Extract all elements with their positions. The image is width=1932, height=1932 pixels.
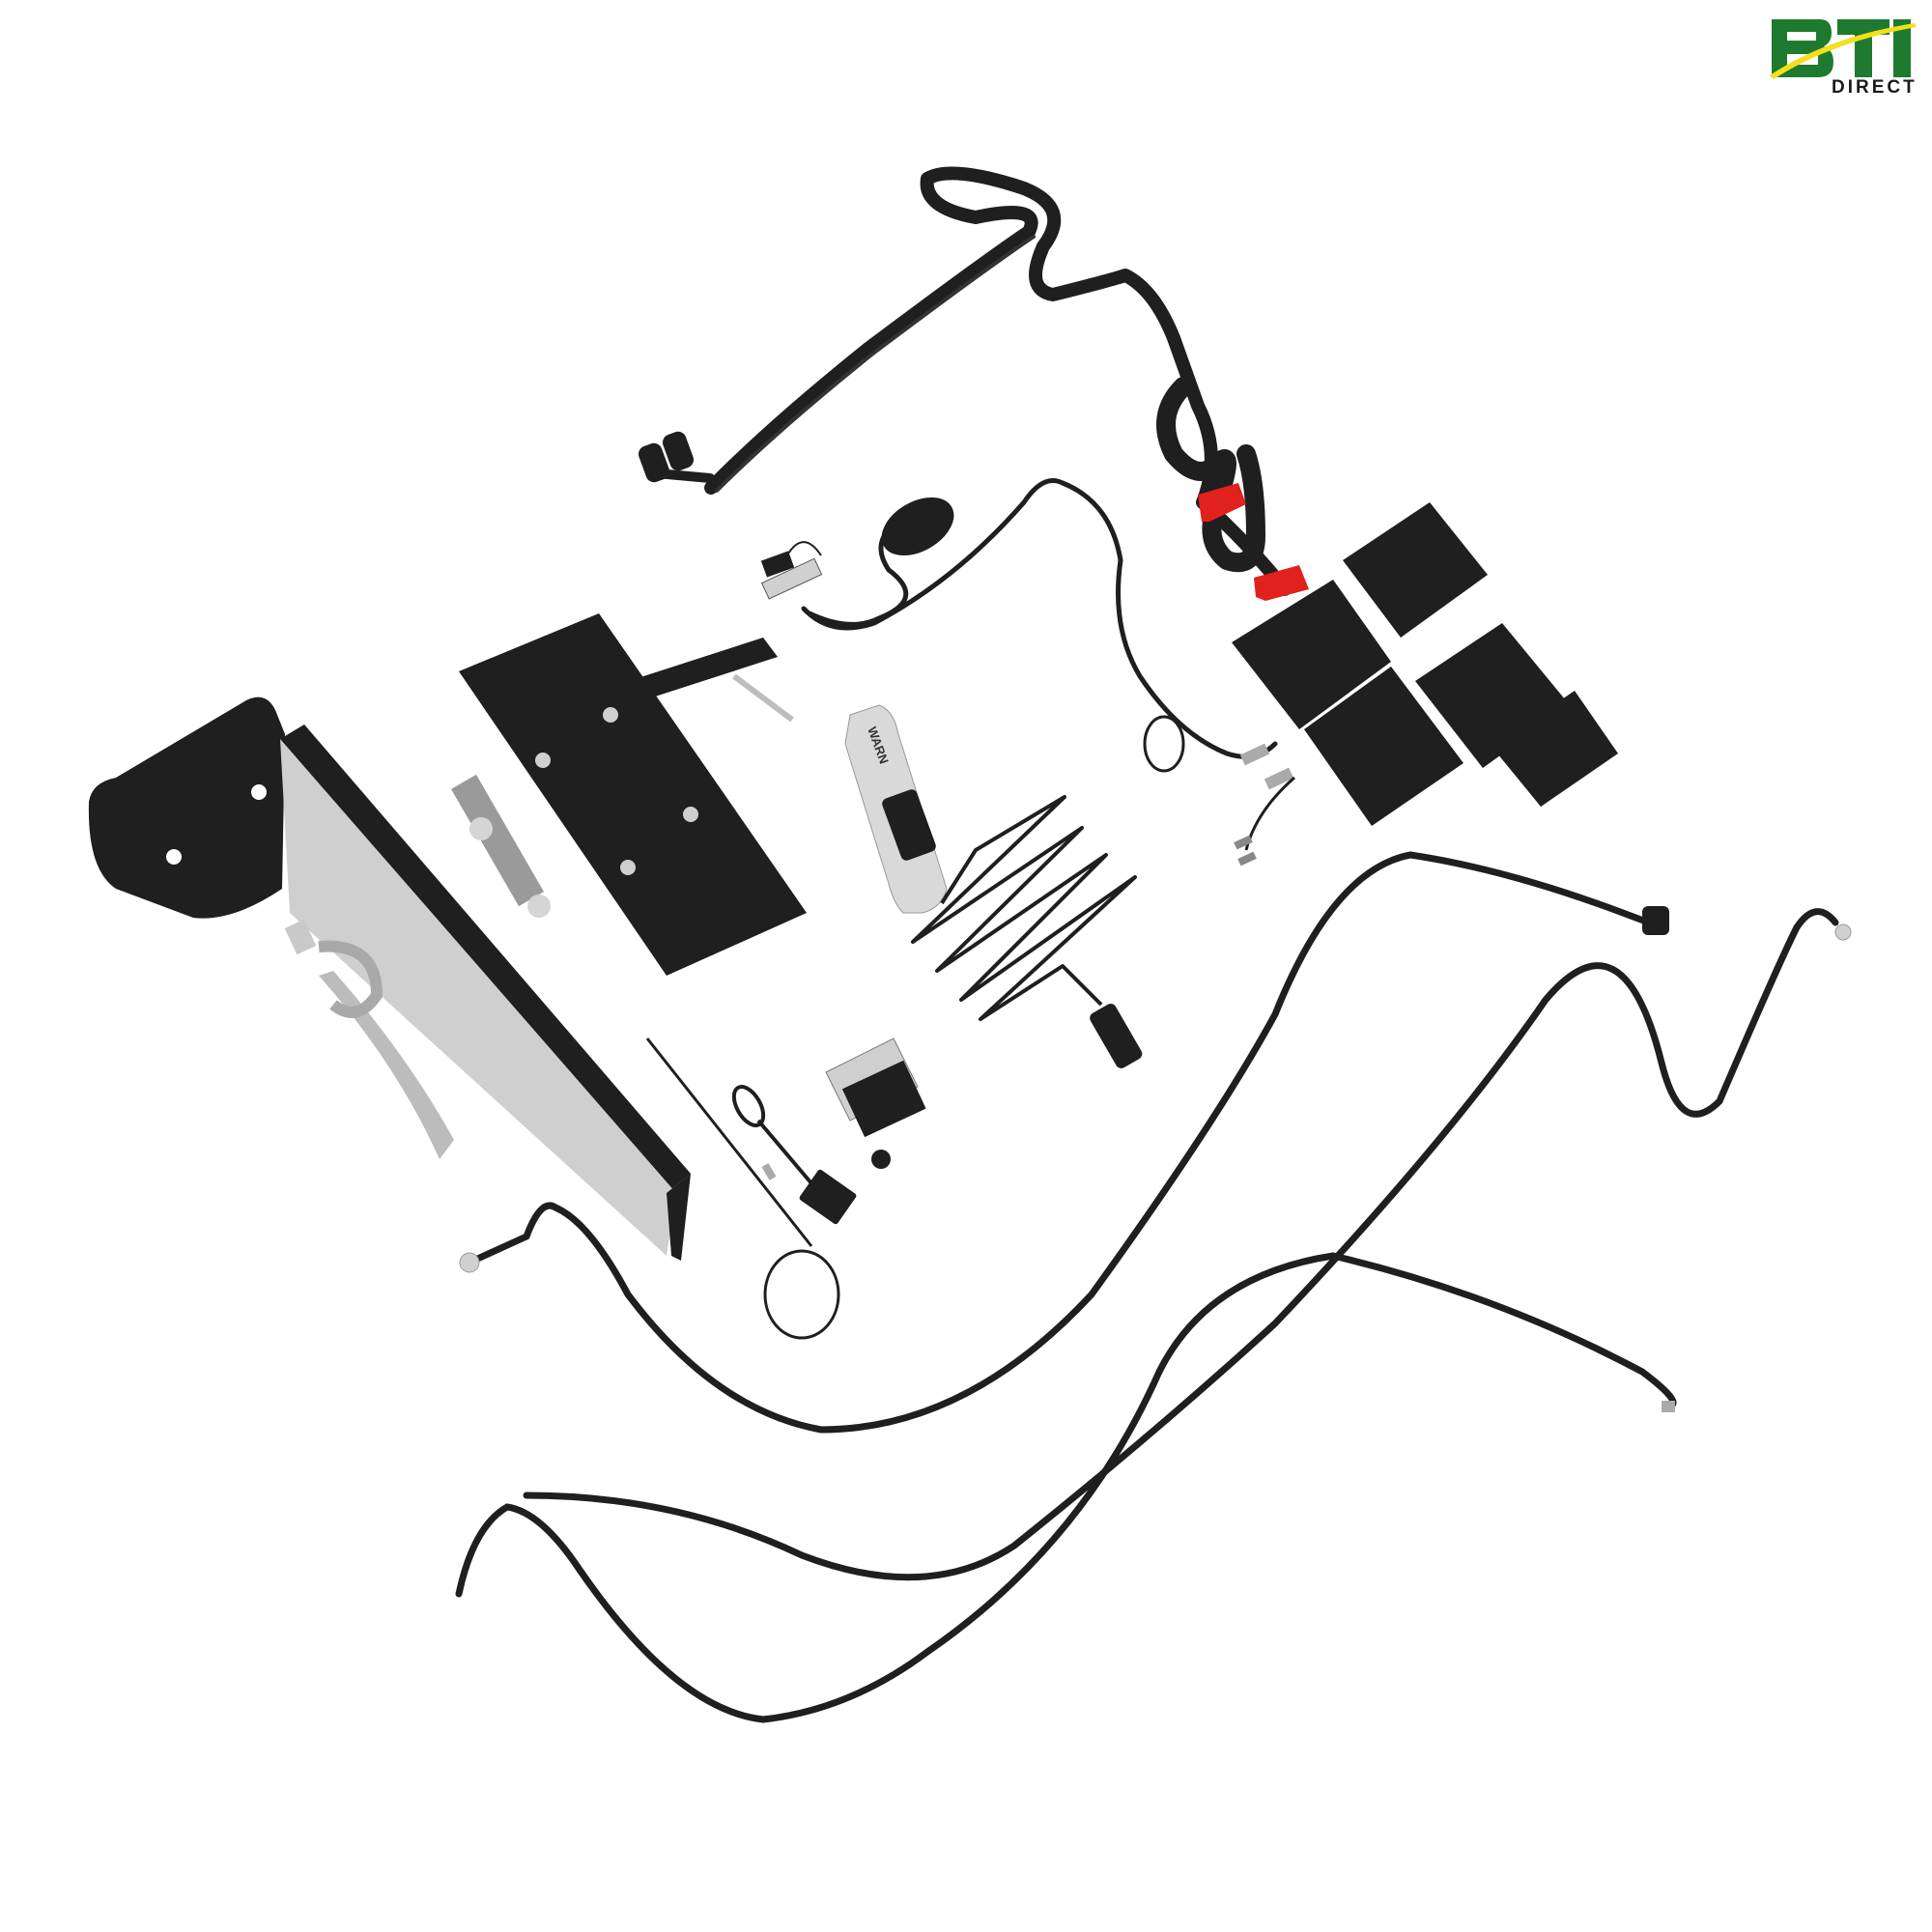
winch-mount-bracket [88,696,691,1261]
remote-cord [911,795,1137,1021]
winch-mounting-plate [451,613,807,976]
red-terminal-cover [1198,483,1246,522]
contactor-harness [801,478,1278,773]
lanyard [756,1119,813,1185]
red-terminal-cover [1254,565,1309,601]
lanyard-loop [731,1085,766,1127]
bti-direct-logo [1770,17,1929,97]
logo-subtitle: DIRECT [1832,77,1918,98]
harness-terminals [1234,743,1295,867]
cable-end-terminal [1662,1401,1675,1412]
bti-logo-mark [1770,19,1917,79]
contactor-assembly [825,1037,926,1169]
cable-end-boot [1642,906,1669,935]
hook-strap [284,919,454,1159]
ring-terminal [1834,923,1852,941]
handheld-remote: WARN [844,704,948,914]
wiring-harness [638,166,1292,596]
power-plug-connector [760,541,823,600]
screw [761,1163,777,1180]
cable-tie-strap [645,1037,813,1247]
plug-cap [799,1169,857,1225]
adhesive-pads [1232,502,1618,826]
remote-plug [1090,1003,1143,1068]
power-cables [455,851,1839,1723]
ring-terminal [459,1252,480,1273]
cable-tie-loop [763,1249,840,1340]
